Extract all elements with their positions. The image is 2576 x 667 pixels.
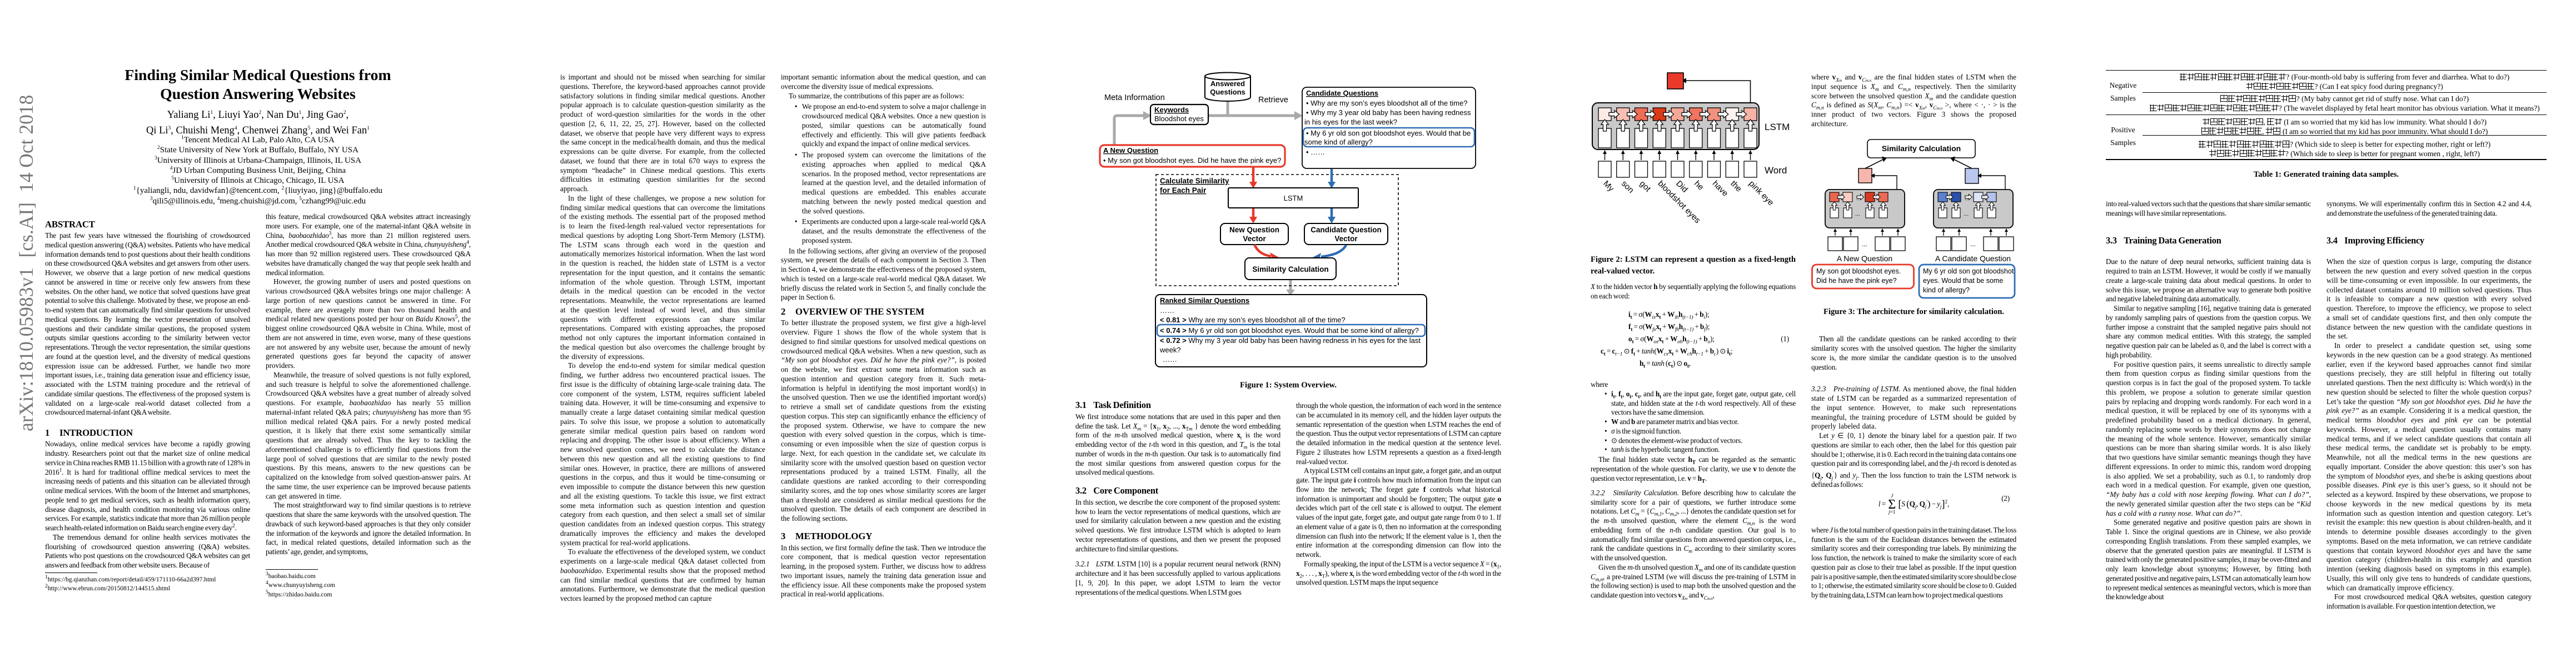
svg-text:Candidate Questions: Candidate Questions <box>1306 89 1378 97</box>
svg-text:A New Question: A New Question <box>1837 254 1892 263</box>
svg-text:in his eyes for the last week?: in his eyes for the last week? <box>1304 118 1397 126</box>
svg-text:...: ... <box>1856 195 1861 202</box>
svg-text:Questions: Questions <box>1210 88 1245 96</box>
svg-text:My son got bloodshot eyes.: My son got bloodshot eyes. <box>1816 267 1901 275</box>
svg-text:for Each Pair: for Each Pair <box>1160 186 1207 195</box>
svg-text:LSTM: LSTM <box>1765 122 1790 132</box>
svg-text:< 0.74 > My 6 yr old son got b: < 0.74 > My 6 yr old son got bloodshot e… <box>1160 326 1419 335</box>
svg-text:Bloodshot eyes: Bloodshot eyes <box>1154 115 1204 123</box>
svg-text:Similarity Calculation: Similarity Calculation <box>1882 144 1961 153</box>
svg-text:got: got <box>1638 179 1653 194</box>
svg-text:...: ... <box>1965 195 1970 202</box>
svg-text:Word: Word <box>1765 165 1787 176</box>
svg-text:Did he have the pink eye?: Did he have the pink eye? <box>1816 277 1897 285</box>
svg-text:he: he <box>1692 179 1706 192</box>
svg-text:My 6 yr old son got bloodshot: My 6 yr old son got bloodshot <box>1923 267 2014 275</box>
svg-text:pink eye: pink eye <box>1747 179 1776 208</box>
svg-text:……: …… <box>1163 355 1177 364</box>
svg-text:Calculate Similarity: Calculate Similarity <box>1160 177 1229 185</box>
svg-text:kind of allergy?: kind of allergy? <box>1923 286 1970 294</box>
svg-text:LSTM: LSTM <box>1284 194 1303 202</box>
svg-text:Keywords: Keywords <box>1154 106 1189 114</box>
svg-text:A Candidate Question: A Candidate Question <box>1935 254 2011 263</box>
svg-text:My: My <box>1601 179 1616 194</box>
svg-text:...: ... <box>1862 240 1867 248</box>
svg-text:Meta Information: Meta Information <box>1104 93 1165 102</box>
svg-text:• My son got bloodshot eyes. D: • My son got bloodshot eyes. Did he have… <box>1103 156 1281 165</box>
svg-text:< 0.72 > Why my 3 year old bab: < 0.72 > Why my 3 year old baby has been… <box>1160 336 1421 345</box>
svg-text:...: ... <box>1855 211 1860 217</box>
svg-text:Vector: Vector <box>1334 235 1358 243</box>
svg-text:week?: week? <box>1159 346 1181 354</box>
svg-text:• ……: • …… <box>1306 148 1325 156</box>
svg-text:A New Question: A New Question <box>1103 146 1158 155</box>
svg-text:have: have <box>1711 179 1730 198</box>
svg-text:< 0.81 > Why are my son’s eyes: < 0.81 > Why are my son’s eyes bloodshot… <box>1160 316 1346 324</box>
svg-text:New Question: New Question <box>1229 226 1279 234</box>
svg-text:eyes. Would that be some: eyes. Would that be some <box>1923 277 2003 285</box>
svg-text:Retrieve: Retrieve <box>1258 96 1288 104</box>
svg-text:• My 6 yr old son got bloodsho: • My 6 yr old son got bloodshot eyes. Wo… <box>1306 129 1471 137</box>
svg-text:Candidate Question: Candidate Question <box>1311 226 1382 234</box>
svg-text:son: son <box>1620 179 1636 195</box>
svg-text:the: the <box>1728 179 1743 194</box>
svg-text:...: ... <box>1970 240 1976 248</box>
svg-text:Similarity Calculation: Similarity Calculation <box>1252 265 1328 273</box>
svg-text:Answered: Answered <box>1210 79 1245 88</box>
svg-text:• Why my 3 year old baby has b: • Why my 3 year old baby has been having… <box>1306 108 1471 117</box>
svg-text:Vector: Vector <box>1243 235 1266 243</box>
svg-text:• Why are my son’s eyes bloods: • Why are my son’s eyes bloodshot all of… <box>1306 99 1467 107</box>
svg-text:...: ... <box>1964 211 1969 217</box>
svg-text:……: …… <box>1160 306 1174 315</box>
svg-text:some kind of allergy?: some kind of allergy? <box>1304 138 1373 146</box>
svg-text:Ranked Similar Questions: Ranked Similar Questions <box>1160 296 1249 305</box>
